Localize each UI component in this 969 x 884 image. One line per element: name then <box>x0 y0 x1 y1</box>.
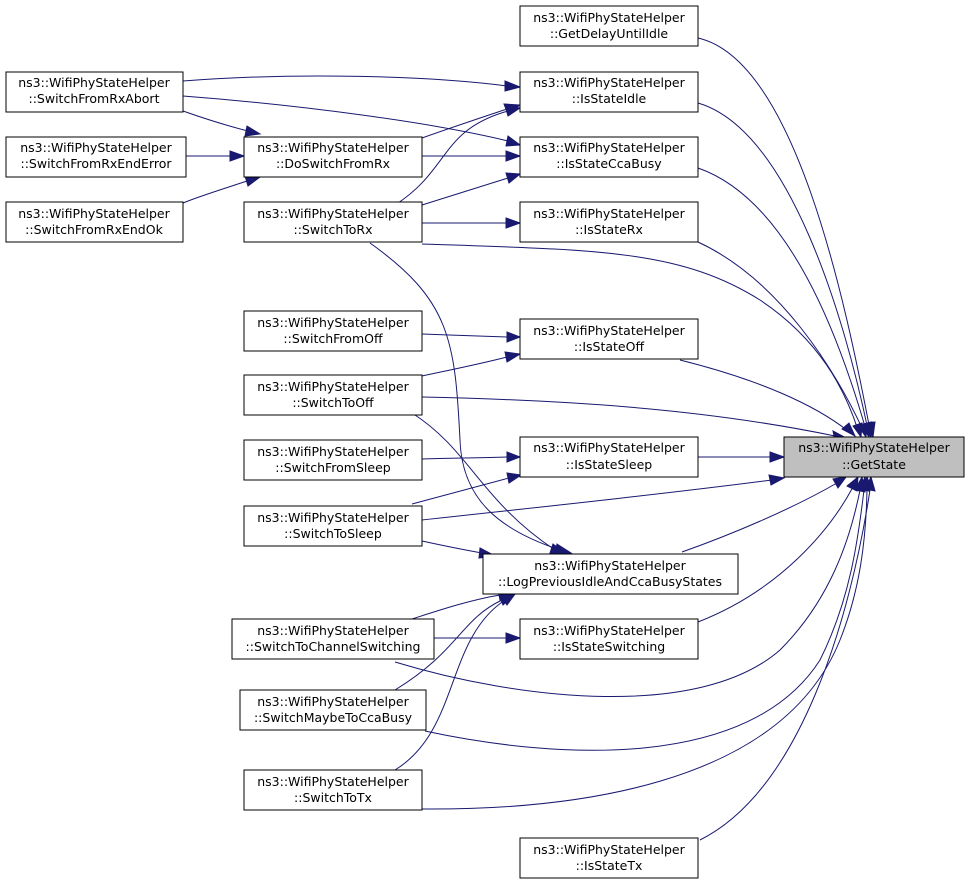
node-switchfromrxenderror-line2: ::SwitchFromRxEndError <box>20 156 172 171</box>
edge-isstateoff-getstate <box>679 359 857 438</box>
node-getdelayuntilidle-line2: ::GetDelayUntilIdle <box>550 26 669 41</box>
node-isstaterx-line1: ns3::WifiPhyStateHelper <box>533 206 685 221</box>
edge-logprevious-getstate <box>681 476 848 553</box>
node-doswitchfromrx-line1: ns3::WifiPhyStateHelper <box>257 140 409 155</box>
node-isstateccabusy[interactable]: ns3::WifiPhyStateHelper ::IsStateCcaBusy <box>519 136 699 178</box>
node-switchtosleep-line1: ns3::WifiPhyStateHelper <box>257 510 409 525</box>
edge-switchfromsleep-isstatesleep <box>421 451 522 463</box>
node-switchtotx-line1: ns3::WifiPhyStateHelper <box>257 774 409 789</box>
node-switchfromoff-line1: ns3::WifiPhyStateHelper <box>257 315 409 330</box>
node-switchtochannelswitching-line2: ::SwitchToChannelSwitching <box>246 639 421 654</box>
edge-switchtotx-logprevious <box>394 593 517 771</box>
node-switchfromoff-line2: ::SwitchFromOff <box>283 331 383 346</box>
edge-switchfromrxabort-doswitchfromrx <box>182 110 262 137</box>
node-logprevious-line1: ns3::WifiPhyStateHelper <box>534 558 686 573</box>
node-isstaterx-line2: ::IsStateRx <box>575 222 643 237</box>
node-isstateccabusy-line2: ::IsStateCcaBusy <box>556 156 662 171</box>
node-switchtooff[interactable]: ns3::WifiPhyStateHelper ::SwitchToOff <box>243 374 423 416</box>
edge-isstatetx-getstate <box>699 475 876 841</box>
node-switchtorx-line2: ::SwitchToRx <box>294 222 373 237</box>
node-switchtooff-line1: ns3::WifiPhyStateHelper <box>257 379 409 394</box>
edge-switchfromrxabort-isstateccabusy <box>182 95 522 147</box>
node-getstate-line2: ::GetState <box>842 457 906 472</box>
node-isstateoff-line2: ::IsStateOff <box>574 339 645 354</box>
edge-getdelayuntilidle-getstate <box>697 37 876 439</box>
node-isstatetx-line2: ::IsStateTx <box>576 858 643 873</box>
node-getstate-line1: ns3::WifiPhyStateHelper <box>798 440 950 455</box>
node-switchtochannelswitching-line1: ns3::WifiPhyStateHelper <box>257 623 409 638</box>
node-switchtosleep-line2: ::SwitchToSleep <box>284 526 382 541</box>
edge-switchtooff-logprevious <box>411 412 567 554</box>
node-switchfromrxendok-line2: ::SwitchFromRxEndOk <box>25 222 163 237</box>
node-isstateoff-line1: ns3::WifiPhyStateHelper <box>533 323 685 338</box>
node-isstatesleep-line1: ns3::WifiPhyStateHelper <box>533 440 685 455</box>
node-switchtooff-line2: ::SwitchToOff <box>292 395 374 410</box>
edge-isstateswitching-getstate <box>697 475 859 623</box>
node-switchfromrxendok[interactable]: ns3::WifiPhyStateHelper ::SwitchFromRxEn… <box>5 201 184 243</box>
node-switchfromrxendok-line1: ns3::WifiPhyStateHelper <box>18 206 170 221</box>
edge-switchtorx-isstaterx <box>422 217 522 229</box>
node-switchfromrxabort-line2: ::SwitchFromRxAbort <box>29 91 160 106</box>
node-switchfromrxabort-line1: ns3::WifiPhyStateHelper <box>18 75 170 90</box>
edge-switchtorx-getstate <box>421 243 863 439</box>
edge-switchmaybetoccabusy-getstate <box>424 475 870 751</box>
edge-isstaterx-getstate <box>697 241 868 439</box>
node-doswitchfromrx-line2: ::DoSwitchFromRx <box>276 156 390 171</box>
node-switchfromsleep-line2: ::SwitchFromSleep <box>275 460 391 475</box>
node-isstateoff[interactable]: ns3::WifiPhyStateHelper ::IsStateOff <box>519 318 699 360</box>
node-isstateidle-line1: ns3::WifiPhyStateHelper <box>533 75 685 90</box>
node-isstateswitching-line2: ::IsStateSwitching <box>553 639 665 654</box>
edge-switchtorx-isstateidle <box>394 105 522 206</box>
node-isstatetx[interactable]: ns3::WifiPhyStateHelper ::IsStateTx <box>519 837 699 879</box>
node-switchtosleep[interactable]: ns3::WifiPhyStateHelper ::SwitchToSleep <box>243 505 423 547</box>
node-isstateidle-line2: ::IsStateIdle <box>572 91 647 106</box>
edge-isstateidle-getstate <box>697 102 874 439</box>
edge-switchtooff-getstate <box>421 396 848 442</box>
node-logprevious-line2: ::LogPreviousIdleAndCcaBusyStates <box>498 574 722 589</box>
node-switchfromrxenderror-line1: ns3::WifiPhyStateHelper <box>20 140 172 155</box>
node-switchtorx-line1: ns3::WifiPhyStateHelper <box>257 206 409 221</box>
edge-isstatesleep-getstate <box>698 451 786 463</box>
node-switchtorx[interactable]: ns3::WifiPhyStateHelper ::SwitchToRx <box>243 201 423 243</box>
node-isstateccabusy-line1: ns3::WifiPhyStateHelper <box>533 140 685 155</box>
node-isstateswitching-line1: ns3::WifiPhyStateHelper <box>533 623 685 638</box>
node-switchmaybetoccabusy[interactable]: ns3::WifiPhyStateHelper ::SwitchMaybeToC… <box>239 689 427 731</box>
edge-switchtorx-isstateccabusy <box>421 172 522 206</box>
nodes: ns3::WifiPhyStateHelper ::GetState ns3::… <box>5 5 965 879</box>
edge-switchtochannelswitching-isstateswitching <box>434 632 522 644</box>
node-isstateidle[interactable]: ns3::WifiPhyStateHelper ::IsStateIdle <box>519 71 699 113</box>
edge-switchtooff-isstateoff <box>421 351 522 377</box>
node-switchfromsleep-line1: ns3::WifiPhyStateHelper <box>257 444 409 459</box>
node-switchfromrxenderror[interactable]: ns3::WifiPhyStateHelper ::SwitchFromRxEn… <box>5 136 187 178</box>
node-switchfromrxabort[interactable]: ns3::WifiPhyStateHelper ::SwitchFromRxAb… <box>5 71 184 113</box>
node-switchfromoff[interactable]: ns3::WifiPhyStateHelper ::SwitchFromOff <box>243 310 423 352</box>
node-getdelayuntilidle[interactable]: ns3::WifiPhyStateHelper ::GetDelayUntilI… <box>519 5 699 47</box>
node-doswitchfromrx[interactable]: ns3::WifiPhyStateHelper ::DoSwitchFromRx <box>243 136 423 178</box>
edge-switchfromoff-isstateoff <box>421 331 522 343</box>
node-isstateswitching[interactable]: ns3::WifiPhyStateHelper ::IsStateSwitchi… <box>519 618 699 660</box>
node-logpreviousidleandccabusystates[interactable]: ns3::WifiPhyStateHelper ::LogPreviousIdl… <box>482 553 739 595</box>
node-switchtotx[interactable]: ns3::WifiPhyStateHelper ::SwitchToTx <box>243 769 423 811</box>
edge-doswitchfromrx-isstateccabusy <box>422 150 522 162</box>
node-isstaterx[interactable]: ns3::WifiPhyStateHelper ::IsStateRx <box>519 201 699 243</box>
node-isstatesleep[interactable]: ns3::WifiPhyStateHelper ::IsStateSleep <box>519 436 699 478</box>
edge-switchfromrxabort-isstateidle <box>182 75 522 92</box>
edge-switchfromrxenderror-doswitchfromrx <box>186 150 246 162</box>
node-switchtotx-line2: ::SwitchToTx <box>294 790 372 805</box>
edges <box>182 37 876 841</box>
node-switchtochannelswitching[interactable]: ns3::WifiPhyStateHelper ::SwitchToChanne… <box>231 618 435 660</box>
node-switchmaybetoccabusy-line1: ns3::WifiPhyStateHelper <box>257 694 409 709</box>
node-switchmaybetoccabusy-line2: ::SwitchMaybeToCcaBusy <box>254 710 413 725</box>
edge-switchtosleep-isstatesleep <box>411 472 523 505</box>
node-getdelayuntilidle-line1: ns3::WifiPhyStateHelper <box>533 10 685 25</box>
node-getstate[interactable]: ns3::WifiPhyStateHelper ::GetState <box>783 436 965 478</box>
node-isstatesleep-line2: ::IsStateSleep <box>566 457 652 472</box>
node-switchfromsleep[interactable]: ns3::WifiPhyStateHelper ::SwitchFromSlee… <box>243 439 423 481</box>
edge-switchtosleep-getstate <box>421 474 786 521</box>
node-isstatetx-line1: ns3::WifiPhyStateHelper <box>533 842 685 857</box>
edge-switchfromrxendok-doswitchfromrx <box>182 175 262 204</box>
